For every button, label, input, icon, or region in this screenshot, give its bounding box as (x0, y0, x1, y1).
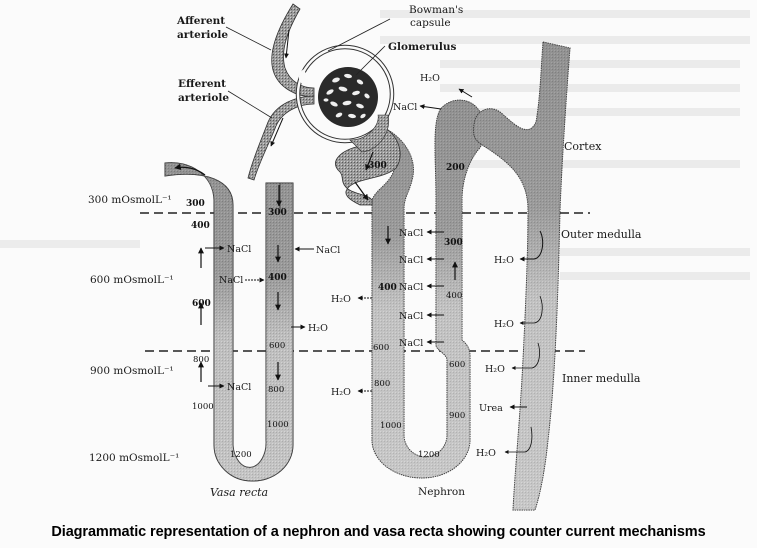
vr-nacl-out-upper: NaCl (227, 244, 251, 255)
vr-asc-300: 300 (186, 199, 205, 209)
nephron-asc-300: 300 (444, 238, 463, 248)
osmo-600: 600 mOsmolL⁻¹ (90, 274, 174, 286)
cd-urea: Urea (479, 403, 503, 414)
label-bowman-1: Bowman's (409, 4, 463, 16)
label-afferent-1: Afferent (176, 15, 225, 27)
vr-desc-800: 800 (268, 385, 284, 395)
nephron-h2o-desc-lower: H₂O (331, 387, 351, 398)
background-ghost-text (0, 10, 750, 280)
zone-cortex: Cortex (564, 140, 602, 153)
nephron-desc-1000: 1000 (380, 421, 402, 431)
nephron-h2o-dct: H₂O (420, 73, 440, 84)
nephron-asc-400: 400 (446, 291, 462, 301)
nephron-pct-300: 300 (368, 161, 387, 171)
osmo-1200: 1200 mOsmolL⁻¹ (89, 452, 179, 464)
osmolarity-scale: 300 mOsmolL⁻¹ 600 mOsmolL⁻¹ 900 mOsmolL⁻… (88, 194, 179, 464)
vr-desc-600: 600 (269, 341, 285, 351)
label-efferent-1: Efferent (178, 78, 226, 90)
nephron-asc-900: 900 (449, 411, 465, 421)
cd-h2o-4: H₂O (476, 448, 496, 459)
vr-asc-1000: 1000 (192, 402, 214, 412)
nephron-dct-200: 200 (446, 163, 465, 173)
vr-desc-400: 400 (268, 273, 287, 283)
label-nephron: Nephron (418, 486, 465, 498)
nephron-tubule: 300 200 400 600 800 1000 300 400 600 900… (331, 73, 485, 479)
label-afferent-2: arteriole (177, 29, 228, 41)
nephron-bottom-1200: 1200 (418, 450, 440, 460)
osmo-900: 900 mOsmolL⁻¹ (90, 365, 174, 377)
nephron-nacl-asc-1: NaCl (399, 228, 423, 239)
afferent-arteriole (271, 3, 315, 97)
cd-h2o-2: H₂O (494, 319, 514, 330)
nephron-asc-600: 600 (449, 360, 465, 370)
collecting-duct: H₂O H₂O H₂O Urea H₂O (473, 41, 571, 511)
label-efferent-2: arteriole (178, 92, 229, 104)
label-glomerulus: Glomerulus (388, 41, 457, 53)
leader-lines (225, 18, 391, 119)
vr-nacl-out-lower: NaCl (227, 382, 251, 393)
zone-outer-medulla: Outer medulla (561, 228, 642, 241)
nephron-nacl-asc-4: NaCl (399, 311, 423, 322)
nephron-nacl-asc-5: NaCl (399, 338, 423, 349)
nephron-nacl-dct: NaCl (393, 102, 417, 113)
nephron-nacl-asc-2: NaCl (399, 255, 423, 266)
vr-asc-400: 400 (191, 221, 210, 231)
vr-nacl-in-mid: NaCl (219, 275, 243, 286)
vr-h2o-out: H₂O (308, 323, 328, 334)
vr-nacl-in-right: NaCl (316, 245, 340, 256)
osmo-300: 300 mOsmolL⁻¹ (88, 194, 172, 206)
nephron-nacl-asc-3: NaCl (399, 282, 423, 293)
glomerulus-group (247, 3, 395, 181)
zone-inner-medulla: Inner medulla (562, 372, 641, 385)
vr-asc-600: 600 (192, 299, 211, 309)
vasa-recta: 300 400 600 800 1000 300 400 600 800 100… (164, 162, 340, 482)
efferent-arteriole (247, 95, 315, 181)
nephron-desc-600: 600 (373, 343, 389, 353)
vr-desc-1000: 1000 (267, 420, 289, 430)
vr-desc-300: 300 (268, 208, 287, 218)
nephron-h2o-desc-upper: H₂O (331, 294, 351, 305)
vr-asc-800: 800 (193, 355, 209, 365)
cd-h2o-3: H₂O (485, 364, 505, 375)
label-vasa-recta: Vasa recta (210, 486, 268, 499)
vr-bottom-1200: 1200 (230, 450, 252, 460)
figure-caption: Diagrammatic representation of a nephron… (51, 524, 706, 540)
nephron-desc-400: 400 (378, 283, 397, 293)
zone-boundaries (140, 212, 590, 352)
label-bowman-2: capsule (410, 17, 451, 29)
cd-h2o-1: H₂O (494, 255, 514, 266)
nephron-desc-800: 800 (374, 379, 390, 389)
glomerulus-mesh (323, 73, 370, 119)
